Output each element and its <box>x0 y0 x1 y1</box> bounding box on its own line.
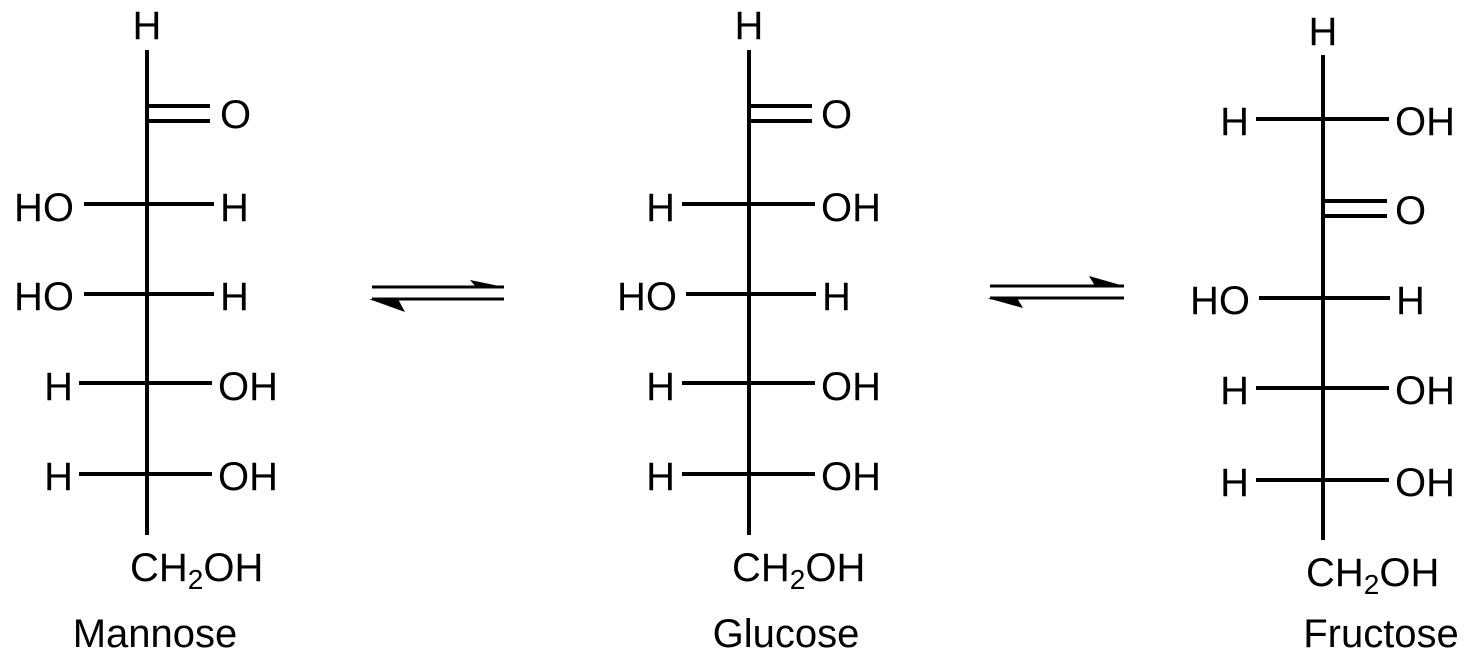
mannose-structure: H O HO H HO H H OH H OH CH2OH Mannose <box>14 4 278 655</box>
top-hydrogen: H <box>735 4 764 48</box>
left-substituent: H <box>1220 369 1249 413</box>
terminal-group: CH2OH <box>1306 551 1439 600</box>
left-substituent: H <box>646 365 675 409</box>
right-substituent: OH <box>1395 461 1455 505</box>
molecule-name: Fructose <box>1303 612 1459 655</box>
carbonyl-oxygen: O <box>1395 189 1426 233</box>
equilibrium-arrow <box>369 280 504 312</box>
left-substituent: H <box>44 455 73 499</box>
left-substituent: H <box>646 455 675 499</box>
forward-arrow-head <box>1089 276 1124 286</box>
carbonyl-oxygen: O <box>220 93 251 137</box>
forward-arrow-head <box>470 280 504 287</box>
terminal-group: CH2OH <box>130 546 263 595</box>
top-hydrogen: H <box>1309 10 1338 54</box>
right-substituent: OH <box>1395 369 1455 413</box>
fructose-structure: H H OH O HO H H OH H OH CH2OH Fructose <box>1190 10 1459 655</box>
right-substituent: H <box>822 275 851 319</box>
terminal-group: CH2OH <box>732 546 865 595</box>
right-substituent: H <box>1396 279 1425 323</box>
right-substituent: OH <box>1395 100 1455 144</box>
glucose-structure: H O H OH HO H H OH H OH CH2OH Glucose <box>617 4 881 655</box>
molecule-name: Glucose <box>713 612 860 655</box>
right-substituent: OH <box>821 455 881 499</box>
right-substituent: OH <box>218 365 278 409</box>
molecule-name: Mannose <box>73 612 238 655</box>
left-substituent: HO <box>14 275 74 319</box>
right-substituent: H <box>220 275 249 319</box>
left-substituent: HO <box>1190 279 1250 323</box>
left-substituent: H <box>1220 100 1249 144</box>
left-substituent: HO <box>14 186 74 230</box>
carbonyl-oxygen: O <box>821 93 852 137</box>
right-substituent: OH <box>218 455 278 499</box>
equilibrium-arrow <box>987 276 1124 308</box>
left-substituent: H <box>1220 461 1249 505</box>
reverse-arrow-head <box>369 299 405 312</box>
right-substituent: OH <box>821 186 881 230</box>
right-substituent: H <box>220 186 249 230</box>
top-hydrogen: H <box>133 4 162 48</box>
left-substituent: HO <box>617 275 677 319</box>
left-substituent: H <box>44 365 73 409</box>
left-substituent: H <box>646 186 675 230</box>
right-substituent: OH <box>821 365 881 409</box>
reverse-arrow-head <box>987 298 1023 308</box>
